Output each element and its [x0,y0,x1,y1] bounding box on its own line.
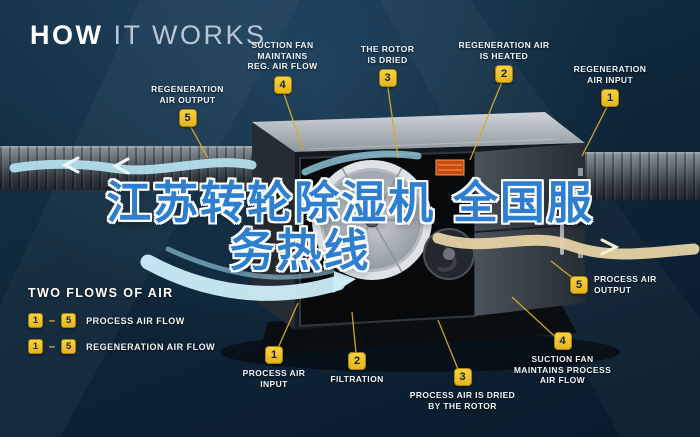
legend-dash: – [49,314,56,327]
callout-label: THE ROTOR IS DRIED [360,44,415,65]
legend-row-regeneration-air-flow: 1 – 5 REGENERATION AIR FLOW [28,339,215,354]
callout-label: REGENERATION AIR INPUT [573,64,647,85]
legend: TWO FLOWS OF AIR 1 – 5 PROCESS AIR FLOW … [28,286,215,365]
desiccant-rotor [312,160,432,280]
callout-regeneration-air-heated: REGENERATION AIR IS HEATED 2 [448,40,560,84]
callout-filtration: 2 FILTRATION [312,352,402,385]
step-badge: 1 [265,346,283,364]
step-badge: 2 [495,65,513,84]
callout-label: SUCTION FAN MAINTAINS REG. AIR FLOW [247,40,318,72]
title-light: IT WORKS [113,20,267,50]
callout-process-suction-fan: 4 SUCTION FAN MAINTAINS PROCESS AIR FLOW [505,332,620,386]
regeneration-heater [435,159,465,176]
callout-label: PROCESS AIR OUTPUT [594,274,657,295]
machine-top-face [252,112,585,152]
callout-process-air-input: 1 PROCESS AIR INPUT [228,346,320,389]
legend-row-process-air-flow: 1 – 5 PROCESS AIR FLOW [28,313,215,328]
step-badge: 5 [178,109,197,128]
callout-label: SUCTION FAN MAINTAINS PROCESS AIR FLOW [513,354,612,386]
airflow-ribbons [9,150,700,301]
legend-badge-to: 5 [61,313,77,328]
step-badge: 1 [601,89,619,108]
callout-label: REGENERATION AIR OUTPUT [151,84,224,105]
leader-lines [186,76,611,380]
callout-regen-suction-fan: SUCTION FAN MAINTAINS REG. AIR FLOW 4 [230,40,335,94]
step-badge: 2 [348,352,366,370]
legend-dash: – [49,340,56,353]
callout-rotor-is-dried: THE ROTOR IS DRIED 3 [345,44,430,88]
legend-badge-from: 1 [28,313,43,328]
callout-process-air-dried: 3 PROCESS AIR IS DRIED BY THE ROTOR [400,368,525,411]
machine-door-panel [474,143,586,316]
process-output-flow [432,232,700,260]
title-bold: HOW [30,20,104,50]
legend-badge-to: 5 [61,339,77,354]
callout-process-air-output: 5 PROCESS AIR OUTPUT [570,274,680,295]
callout-regeneration-air-input: REGENERATION AIR INPUT 1 [560,64,660,108]
step-badge: 5 [570,275,588,294]
callout-label: PROCESS AIR IS DRIED BY THE ROTOR [409,390,516,411]
machine-base [258,302,577,355]
callout-regeneration-air-output: REGENERATION AIR OUTPUT 5 [135,84,240,128]
legend-heading: TWO FLOWS OF AIR [28,286,174,300]
page-title: HOW IT WORKS [30,20,267,51]
callout-label: REGENERATION AIR IS HEATED [458,40,550,61]
step-badge: 3 [453,368,472,386]
legend-label: REGENERATION AIR FLOW [86,341,216,352]
callout-label: PROCESS AIR INPUT [242,368,306,389]
step-badge: 4 [553,332,572,350]
regen-internal-flow [301,150,422,176]
process-input-flow [140,254,346,301]
step-badge: 4 [273,75,292,94]
legend-badge-from: 1 [28,339,43,354]
step-badge: 3 [378,69,397,88]
callout-label: FILTRATION [330,374,384,384]
legend-label: PROCESS AIR FLOW [86,315,185,326]
